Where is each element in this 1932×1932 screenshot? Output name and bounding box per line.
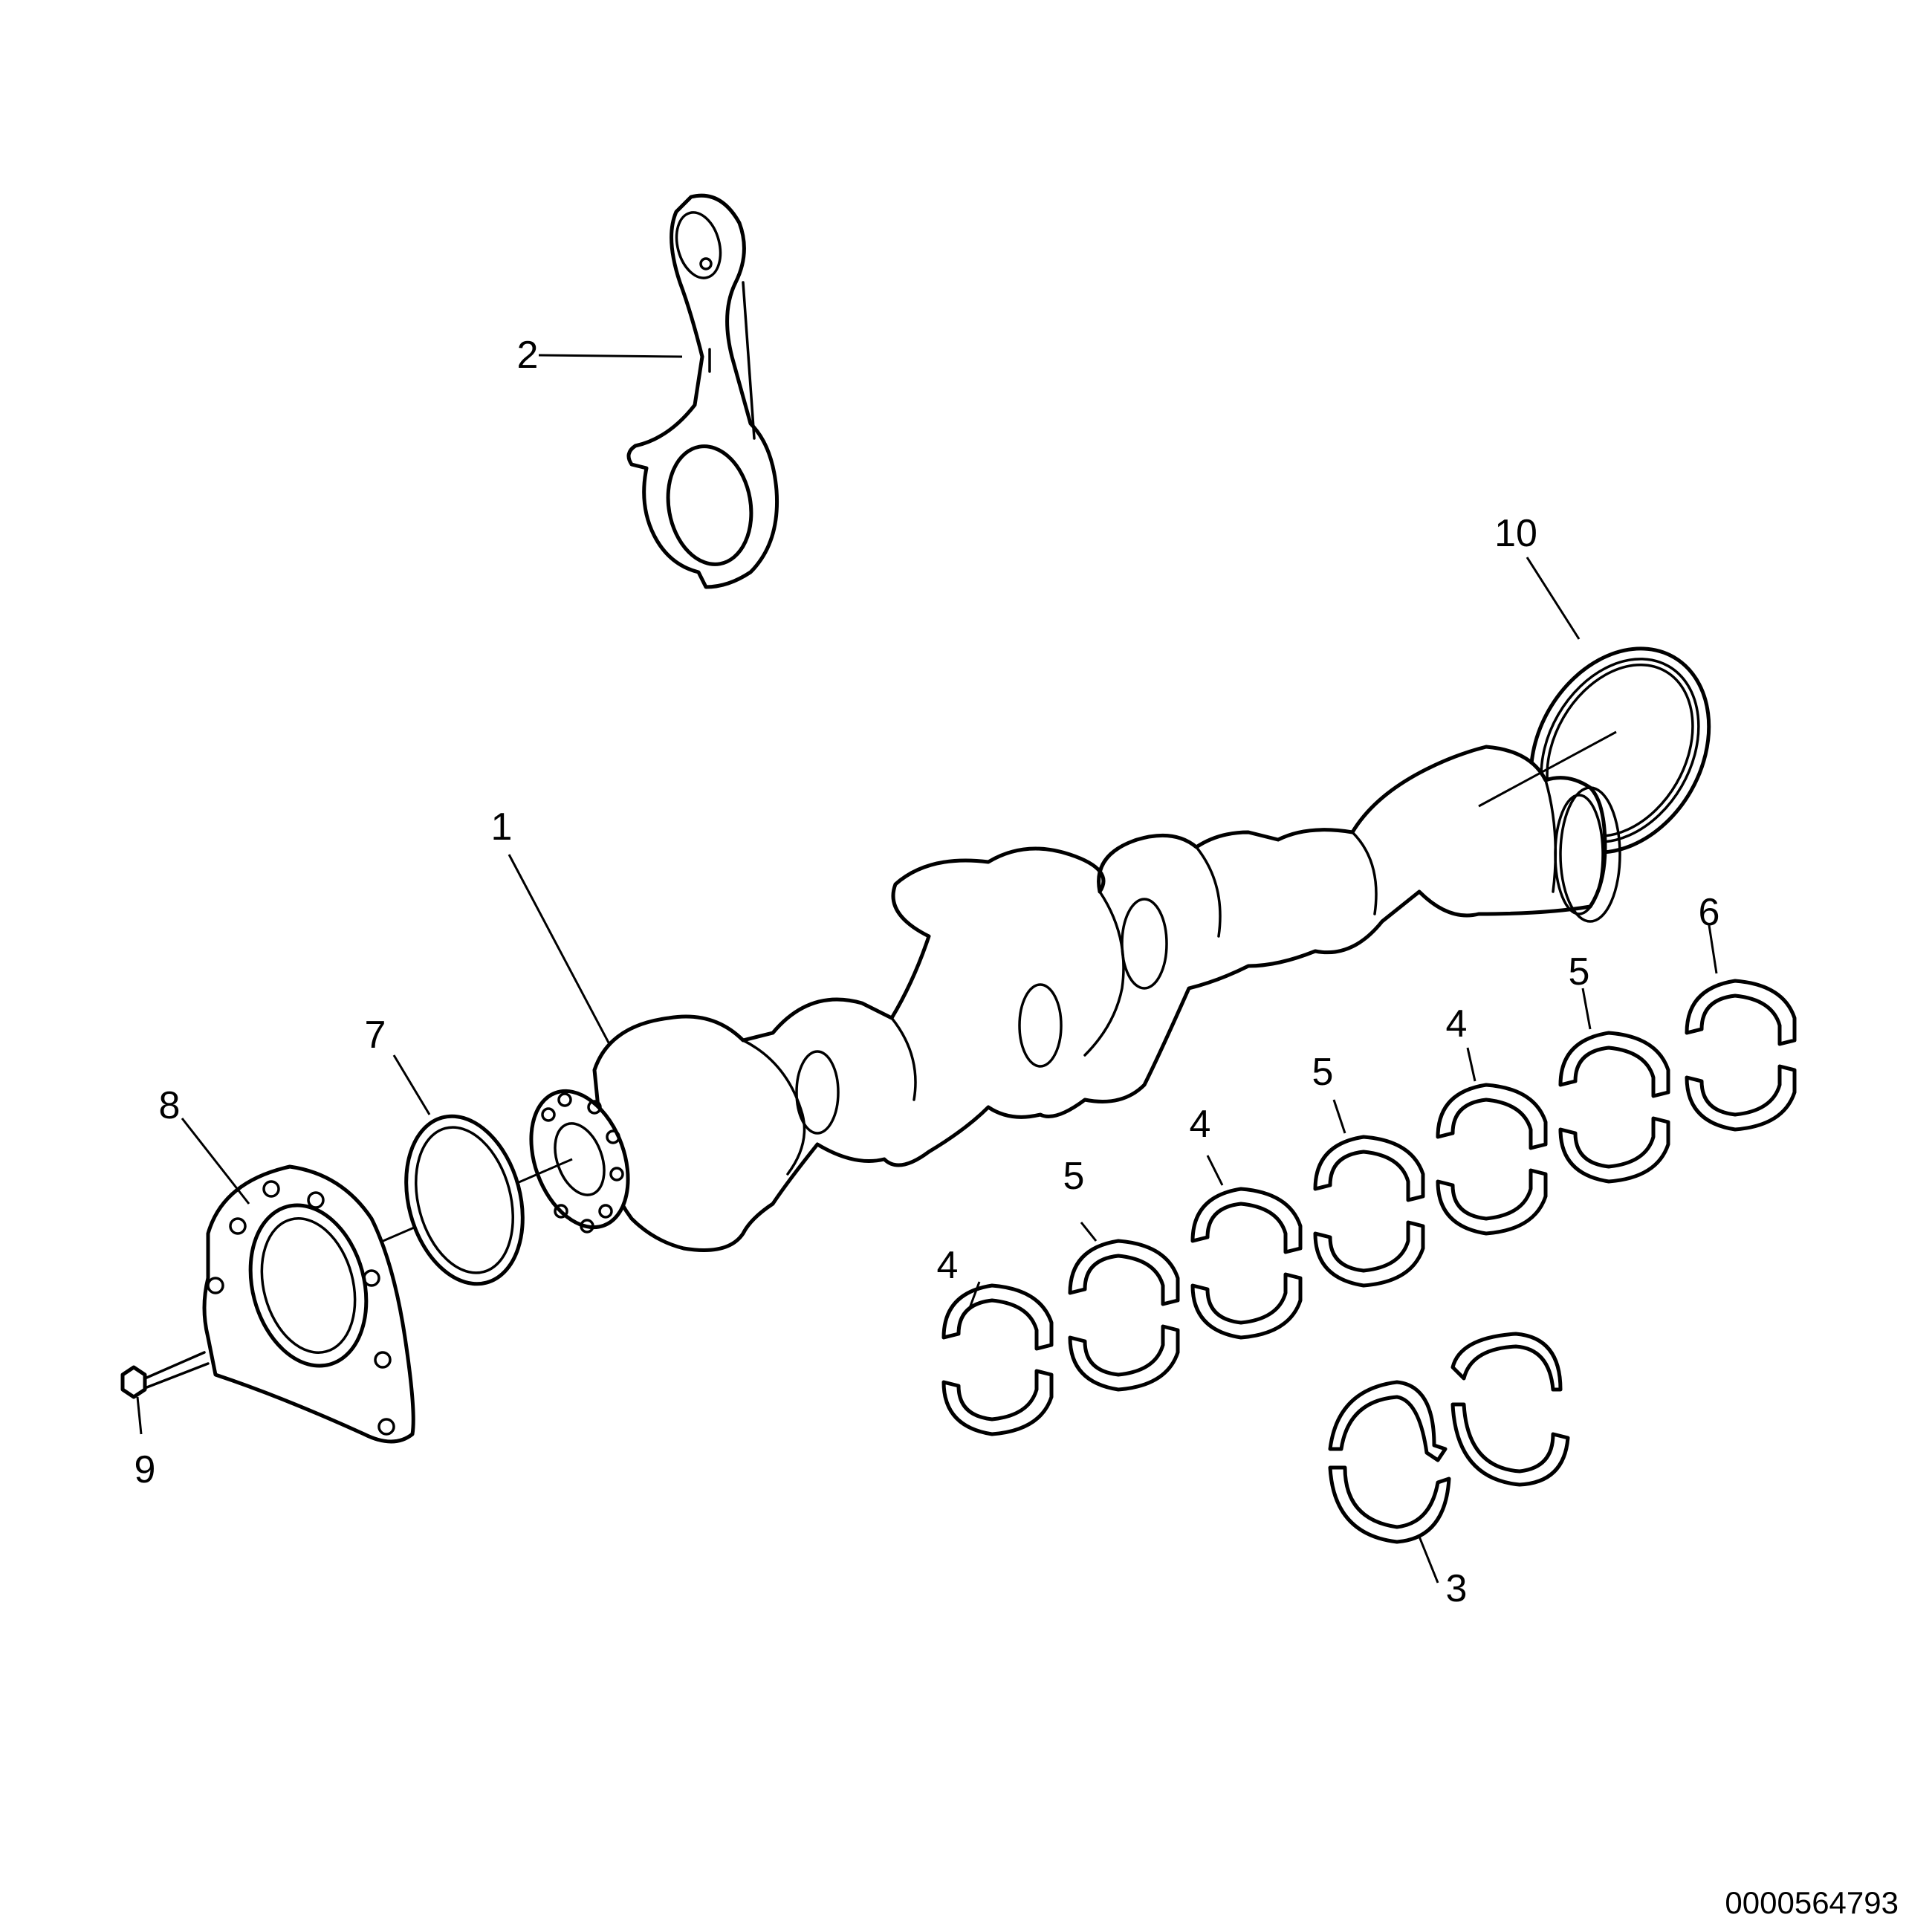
thrust-washers xyxy=(1328,1332,1570,1544)
bearing-shell-6 xyxy=(1685,979,1797,1132)
callout-8: 8 xyxy=(159,1084,181,1127)
bearing-shell-4a xyxy=(941,1283,1054,1436)
callout-labels: 1 2 3 4 4 4 5 5 5 6 7 8 9 10 xyxy=(134,334,1720,1610)
callout-4b: 4 xyxy=(1190,1103,1211,1146)
callout-2: 2 xyxy=(517,334,539,377)
callout-7: 7 xyxy=(365,1014,386,1057)
seal-housing xyxy=(202,1164,415,1444)
crankshaft xyxy=(529,745,1621,1252)
callout-5c: 5 xyxy=(1569,950,1590,993)
connecting-rod xyxy=(626,193,779,589)
callout-4c: 4 xyxy=(1446,1002,1468,1046)
callout-10: 10 xyxy=(1494,512,1537,555)
center-axis-line xyxy=(1478,730,1617,808)
callout-4a: 4 xyxy=(937,1244,959,1287)
bearing-shell-5c xyxy=(1558,1031,1670,1184)
callout-6: 6 xyxy=(1699,891,1720,934)
bearing-shell-set xyxy=(941,979,1797,1436)
callout-3: 3 xyxy=(1446,1567,1468,1610)
leader-lines xyxy=(136,354,1718,1583)
bolt xyxy=(120,1351,210,1399)
bearing-shell-5b xyxy=(1313,1135,1425,1288)
drawing-number: 0000564793 xyxy=(1725,1885,1899,1920)
callout-5b: 5 xyxy=(1312,1051,1334,1094)
bearing-shell-4b xyxy=(1190,1187,1303,1340)
front-seal-ring xyxy=(404,1114,525,1286)
callout-9: 9 xyxy=(134,1448,156,1491)
bearing-shell-5a xyxy=(1068,1239,1180,1392)
bearing-shell-4c xyxy=(1436,1083,1548,1236)
callout-1: 1 xyxy=(491,805,513,849)
callout-5a: 5 xyxy=(1063,1155,1085,1198)
